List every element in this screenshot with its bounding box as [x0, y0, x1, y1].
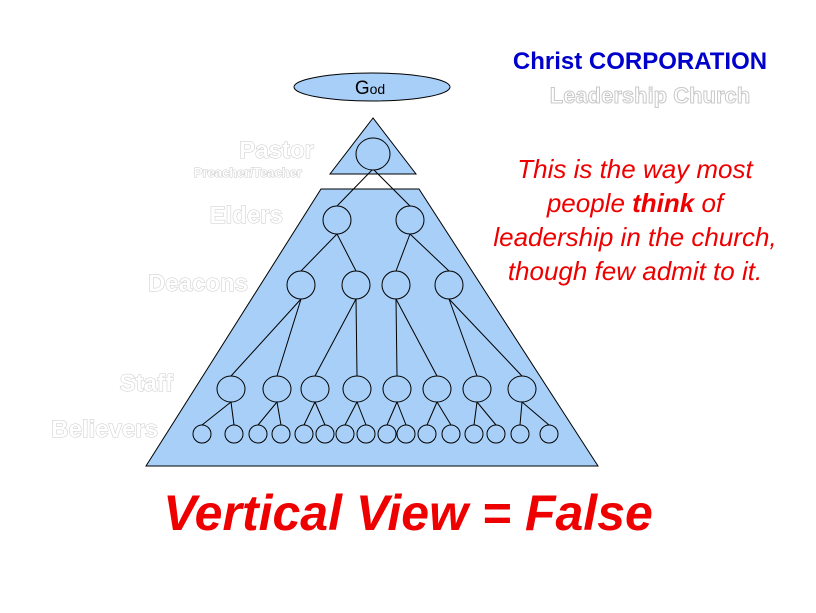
believer-node [248, 424, 268, 444]
level-label-staff: Staff [120, 370, 174, 397]
connector-line [395, 233, 411, 272]
level-label-elders: Elders [210, 202, 283, 229]
believer-node [417, 424, 437, 444]
staff-node [422, 375, 452, 403]
connector-line [230, 298, 302, 377]
connector-line [436, 401, 452, 426]
believer-node [335, 424, 355, 444]
believer-node [224, 424, 244, 444]
connector-line [396, 401, 407, 426]
conclusion-text: Vertical View = False [163, 485, 653, 541]
staff-node [342, 375, 372, 403]
staff-node [300, 375, 330, 403]
connector-line [300, 233, 338, 272]
connector-line [336, 168, 374, 207]
deacon-node [434, 270, 464, 300]
diagram-subtitle: Leadership Church [549, 83, 751, 109]
connector-line [519, 401, 523, 426]
deacon-node [381, 270, 411, 300]
connector-line [409, 233, 450, 272]
believer-node [271, 424, 291, 444]
level-label-pastor-sub: Preacher/Teacher [194, 165, 302, 180]
believer-node [539, 424, 559, 444]
connector-line [521, 401, 550, 426]
god-ellipse [293, 72, 451, 102]
connector-line [355, 298, 358, 377]
staff-node [382, 375, 412, 403]
diagram-title: Christ CORPORATION [512, 48, 768, 75]
connector-line [257, 401, 278, 426]
pastor-node [355, 137, 391, 171]
note-line-3: leadership in the church, [493, 222, 777, 252]
elder-node [322, 205, 352, 235]
connector-lines [201, 168, 550, 426]
connector-line [344, 401, 358, 426]
level-label-believers: Believers [51, 416, 158, 443]
deacon-node [286, 270, 316, 300]
note-line-2: people think of [546, 188, 724, 218]
connector-line [276, 401, 282, 426]
god-label: God [355, 78, 385, 99]
connector-line [336, 233, 357, 272]
staff-node [216, 375, 246, 403]
believer-node [294, 424, 314, 444]
connector-line [276, 298, 302, 377]
staff-node [262, 375, 292, 403]
believer-node [441, 424, 461, 444]
believer-node [510, 424, 530, 444]
deacon-node [341, 270, 371, 300]
connector-line [314, 401, 326, 426]
connector-line [372, 168, 411, 207]
staff-node [507, 375, 537, 403]
connector-line [426, 401, 438, 426]
connector-line [448, 298, 478, 377]
connector-line [386, 401, 398, 426]
believer-node [464, 424, 484, 444]
elder-node [395, 205, 425, 235]
believer-node [356, 424, 376, 444]
annotation-note: This is the way most people think of lea… [470, 152, 800, 288]
believer-node [396, 424, 416, 444]
node-circles [192, 137, 559, 444]
connector-line [395, 298, 438, 377]
note-line-1: This is the way most [517, 154, 753, 184]
connector-line [356, 401, 367, 426]
connector-line [473, 401, 478, 426]
believer-node [192, 424, 212, 444]
believer-node [377, 424, 397, 444]
connector-line [314, 298, 357, 377]
level-label-pastor: Pastor [239, 137, 314, 164]
connector-line [448, 298, 523, 377]
connector-line [201, 401, 232, 426]
believer-node [315, 424, 335, 444]
staff-node [462, 375, 492, 403]
connector-line [303, 401, 316, 426]
connector-line [476, 401, 497, 426]
note-line-4: though few admit to it. [507, 256, 763, 286]
level-label-deacons: Deacons [148, 270, 248, 297]
connector-line [230, 401, 235, 426]
connector-line [395, 298, 398, 377]
believer-node [486, 424, 506, 444]
